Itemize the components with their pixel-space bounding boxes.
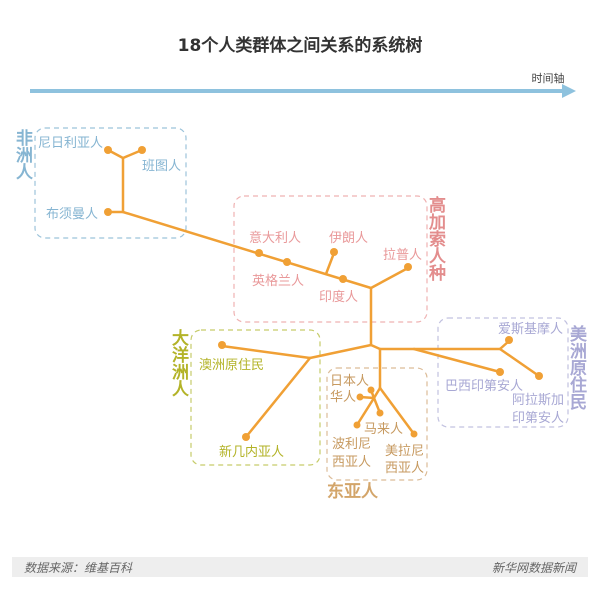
branch-iran	[324, 251, 336, 276]
caucasoid-label-char: 人	[429, 247, 447, 267]
label-english: 英格兰人	[252, 273, 304, 289]
dot-english	[283, 258, 291, 266]
dot-brazil-indian	[496, 368, 504, 376]
label-nigeria: 尼日利亚人	[38, 136, 103, 151]
dot-malay	[376, 409, 384, 417]
dot-japanese	[367, 386, 375, 394]
label-malay: 马来人	[364, 422, 403, 437]
dot-bushman	[104, 208, 112, 216]
footer-bar: 数据来源：维基百科 新华网数据新闻	[12, 557, 588, 577]
diagram-title: 18个人类群体之间关系的系统树	[178, 35, 423, 56]
label-polynesian-line1: 波利尼	[332, 437, 371, 452]
dot-new-guinea	[242, 433, 250, 441]
dot-italian	[255, 249, 263, 257]
east-asia-group-label: 东亚人	[327, 481, 379, 502]
label-alaska-line1: 阿拉斯加	[512, 393, 564, 408]
label-iranian: 伊朗人	[329, 231, 368, 246]
time-axis: 时间轴	[30, 71, 576, 98]
dot-nigeria	[104, 146, 112, 154]
dot-aboriginal	[218, 341, 226, 349]
caucasoid-label-char: 索	[429, 229, 446, 250]
branch-melanesian	[378, 386, 416, 436]
dot-lapp	[404, 263, 412, 271]
brand-credit: 新华网数据新闻	[491, 561, 576, 575]
oceania-label-char: 洋	[172, 345, 189, 366]
label-chinese: 华人	[330, 390, 356, 405]
africa-label-char: 非	[16, 128, 33, 149]
america-label-char: 美	[570, 324, 588, 345]
label-new-guinea: 新几内亚人	[219, 444, 284, 460]
america-label-char: 民	[570, 393, 587, 413]
america-label-char: 住	[570, 375, 587, 396]
branch-main	[121, 210, 373, 290]
label-alaska-line2: 印第安人	[512, 411, 564, 426]
label-italian: 意大利人	[249, 230, 301, 246]
dot-bantu	[138, 146, 146, 154]
branch-aboriginal	[220, 343, 373, 360]
oceania-group-label: 大 洋 洲 人	[172, 328, 190, 400]
data-source: 数据来源：维基百科	[24, 561, 133, 575]
oceania-label-char: 洲	[172, 363, 189, 383]
branch-lapp	[369, 266, 410, 290]
label-bushman: 布须曼人	[46, 207, 98, 222]
label-aboriginal: 澳洲原住民	[199, 357, 264, 373]
label-brazil-indian: 巴西印第安人	[445, 379, 523, 394]
dot-eskimo	[505, 336, 513, 344]
label-melanesian-line2: 西亚人	[385, 461, 424, 476]
dot-polynesian	[353, 421, 361, 429]
tree-branches	[106, 148, 541, 439]
group-labels: 非 洲 人 高 加 索 人 种 大 洋 洲 人 东亚人 美 洲 原 住 民	[16, 128, 588, 502]
branch-brazil	[412, 347, 502, 374]
africa-group-label: 非 洲 人	[16, 128, 34, 183]
oceania-label-char: 人	[172, 380, 190, 400]
caucasoid-label-char: 加	[428, 213, 446, 233]
africa-label-char: 洲	[16, 146, 33, 166]
label-bantu: 班图人	[142, 159, 181, 174]
caucasoid-group-box	[233, 195, 428, 323]
time-axis-arrow-icon	[562, 84, 576, 98]
label-indian: 印度人	[319, 289, 358, 305]
america-group-box	[437, 317, 569, 428]
branch-alaska	[498, 347, 541, 378]
america-label-char: 洲	[570, 342, 587, 362]
america-group-label: 美 洲 原 住 民	[570, 324, 588, 413]
label-lapp: 拉普人	[383, 248, 422, 263]
dot-melanesian	[410, 430, 418, 438]
caucasoid-group-label: 高 加 索 人 种	[428, 195, 447, 284]
label-eskimo: 爱斯基摩人	[498, 321, 563, 337]
branch-eskimo	[369, 339, 511, 351]
america-label-char: 原	[570, 359, 587, 379]
oceania-label-char: 大	[172, 328, 189, 349]
east-asia-group-box	[326, 367, 428, 481]
label-polynesian-line2: 西亚人	[332, 455, 371, 470]
dot-chinese	[356, 393, 364, 401]
africa-label-char: 人	[16, 163, 34, 183]
label-melanesian-line1: 美拉尼	[385, 444, 424, 459]
label-japanese: 日本人	[330, 374, 369, 389]
branch-new-guinea	[244, 356, 312, 439]
dot-indian	[339, 275, 347, 283]
time-axis-label: 时间轴	[532, 71, 565, 85]
branch-africa-stem	[106, 156, 125, 214]
caucasoid-label-char: 高	[429, 195, 446, 216]
dot-iranian	[330, 248, 338, 256]
branch-africa-top	[106, 148, 144, 160]
leaf-labels: 尼日利亚人 班图人 布须曼人 意大利人 伊朗人 拉普人 英格兰人 印度人 澳洲原…	[38, 136, 564, 476]
dot-alaska-indian	[535, 372, 543, 380]
africa-group-box	[34, 127, 187, 239]
caucasoid-label-char: 种	[428, 263, 446, 284]
oceania-group-box	[190, 329, 321, 466]
tree-leaf-dots	[104, 146, 543, 441]
